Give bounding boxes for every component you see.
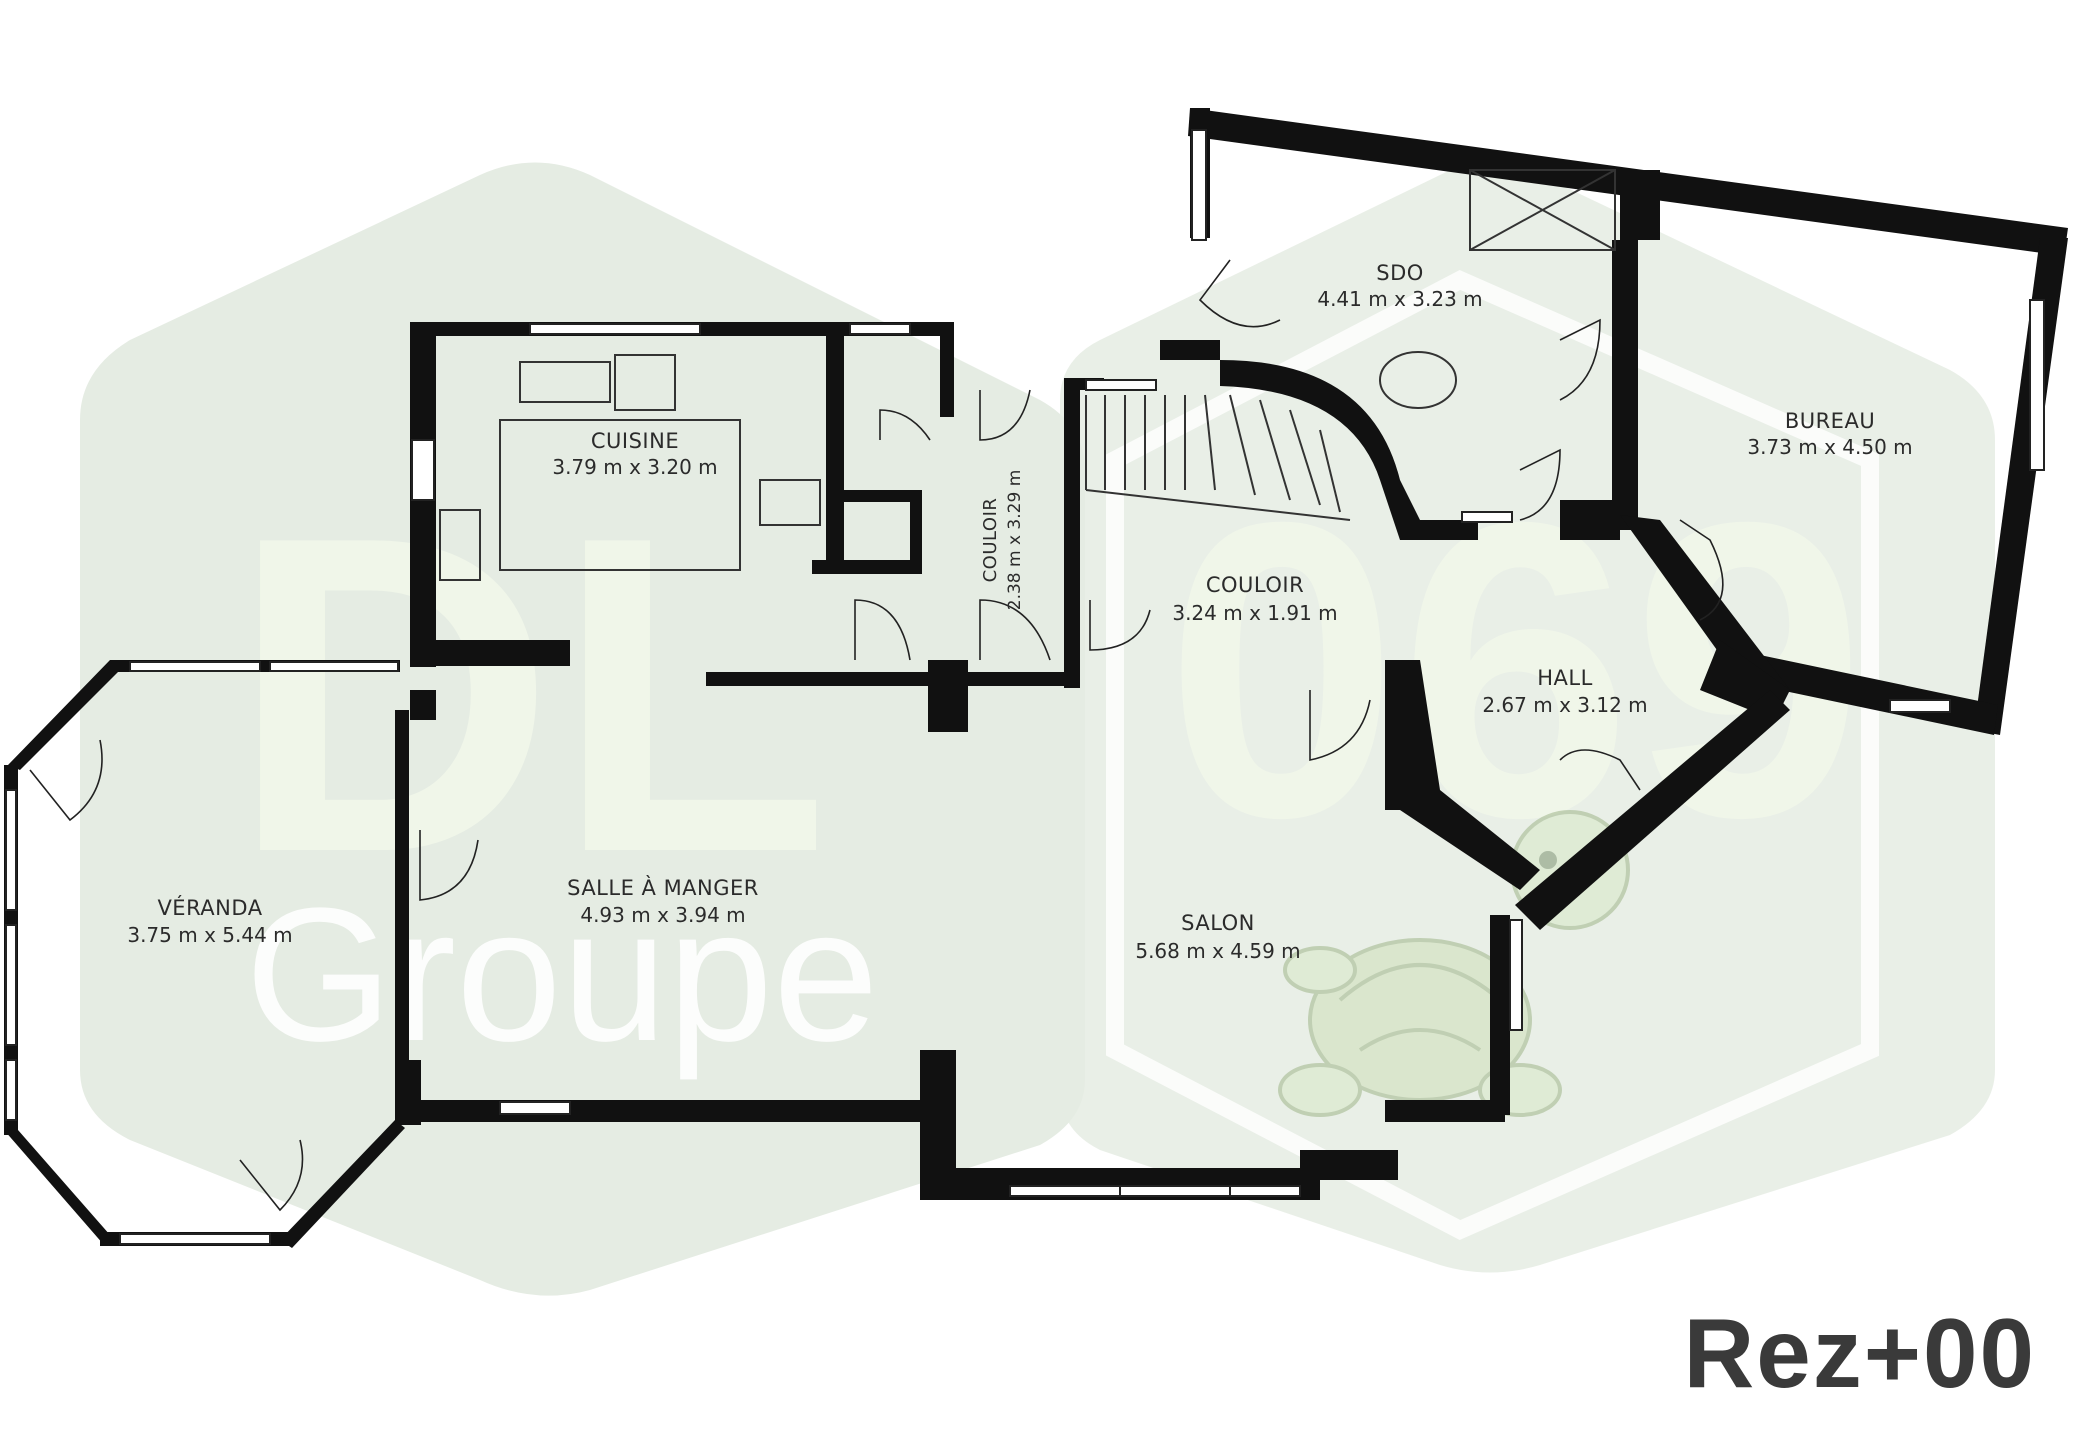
room-label-cuisine: CUISINE 3.79 m x 3.20 m (552, 429, 717, 479)
room-label-bureau: BUREAU 3.73 m x 4.50 m (1747, 409, 1912, 459)
room-labels: CUISINE 3.79 m x 3.20 m COULOIR 2.38 m x… (127, 261, 1912, 963)
level-label: Rez+00 (1683, 1298, 2036, 1408)
room-dims: 3.79 m x 3.20 m (552, 455, 717, 479)
room-name: HALL (1537, 666, 1593, 690)
room-dims: 4.41 m x 3.23 m (1317, 287, 1482, 311)
room-label-salon: SALON 5.68 m x 4.59 m (1135, 911, 1300, 963)
room-name: COULOIR (980, 498, 1001, 583)
room-dims: 3.75 m x 5.44 m (127, 923, 292, 947)
room-dims: 5.68 m x 4.59 m (1135, 939, 1300, 963)
room-dims: 3.24 m x 1.91 m (1172, 601, 1337, 625)
watermark-brand-letters: DL (230, 444, 830, 946)
stairs (1085, 394, 1351, 521)
room-dims: 2.38 m x 3.29 m (1005, 470, 1025, 611)
watermark-hexagon-right (1060, 162, 1995, 1273)
walls (4, 108, 2068, 1248)
room-label-hall: HALL 2.67 m x 3.12 m (1482, 666, 1647, 717)
doors (29, 169, 1724, 1212)
room-name: COULOIR (1206, 573, 1304, 597)
room-name: VÉRANDA (157, 895, 262, 920)
room-name: CUISINE (591, 429, 679, 453)
room-name: SALLE À MANGER (567, 875, 759, 900)
room-dims: 2.67 m x 3.12 m (1482, 693, 1647, 717)
room-name: SALON (1181, 911, 1255, 935)
room-label-couloir: COULOIR 3.24 m x 1.91 m (1172, 573, 1337, 625)
room-label-couloir-small: COULOIR 2.38 m x 3.29 m (980, 470, 1025, 611)
room-dims: 4.93 m x 3.94 m (580, 903, 745, 927)
room-name: SDO (1376, 261, 1424, 285)
watermark: DL Groupe 069 (80, 162, 1995, 1296)
room-name: BUREAU (1785, 409, 1875, 433)
watermark-brand-word: Groupe (245, 869, 879, 1081)
windows (5, 129, 2045, 1245)
watermark-hexagon-outline (1106, 270, 1879, 1240)
room-label-salle-a-manger: SALLE À MANGER 4.93 m x 3.94 m (567, 875, 759, 927)
room-dims: 3.73 m x 4.50 m (1747, 435, 1912, 459)
room-label-sdo: SDO 4.41 m x 3.23 m (1317, 261, 1482, 311)
room-label-veranda: VÉRANDA 3.75 m x 5.44 m (127, 895, 292, 947)
